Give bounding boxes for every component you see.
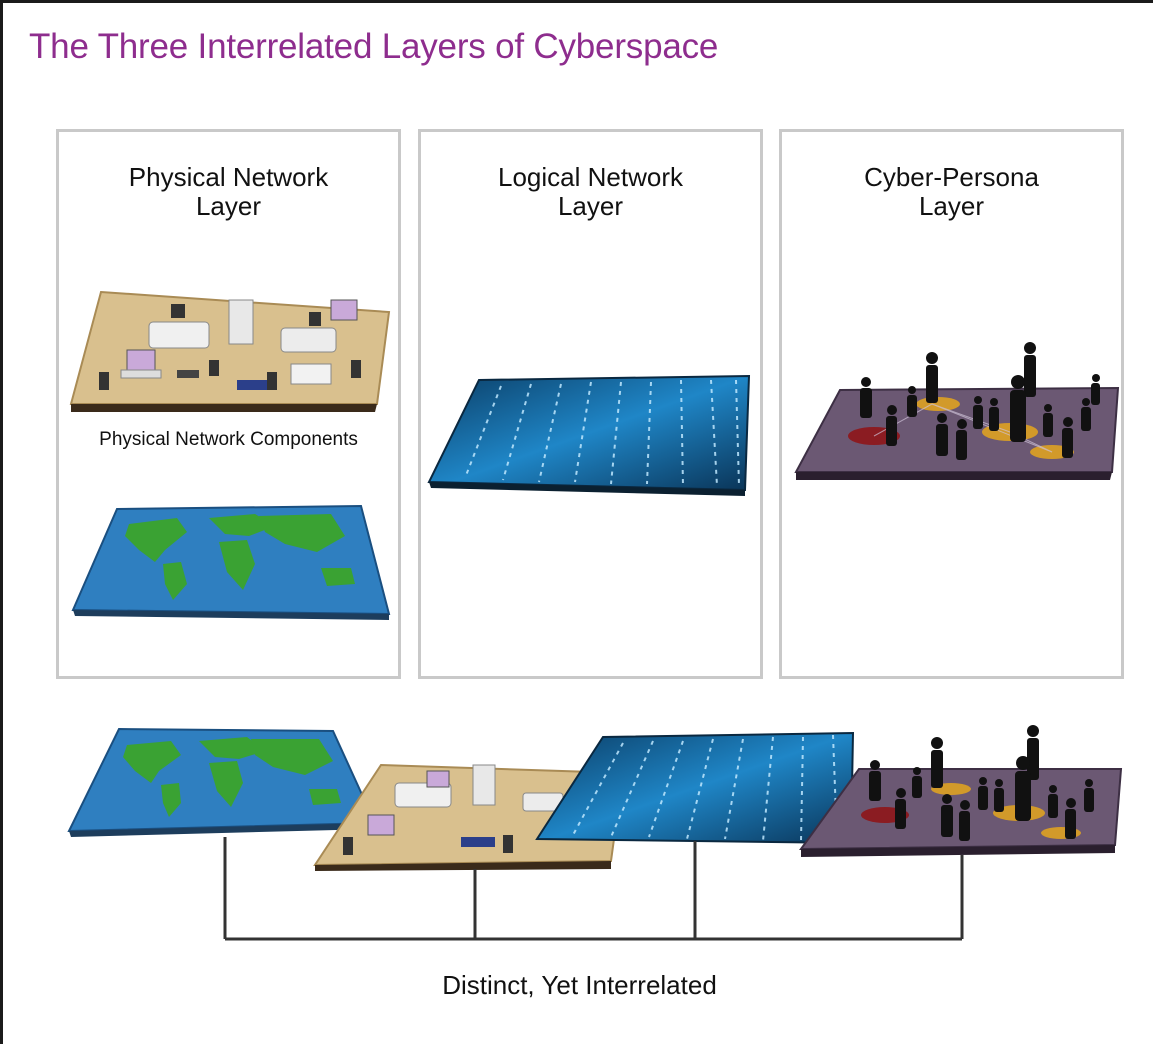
logical-layer-title-line2: Layer [557, 191, 624, 221]
cyber-persona-layer-title-line2: Layer [918, 191, 985, 221]
physical-layer-panel: Physical Network Layer [56, 129, 401, 679]
binary-code-icon [427, 374, 751, 496]
people-silhouettes-icon [794, 342, 1120, 480]
combined-layers-illustration [67, 725, 1123, 941]
interrelation-bracket [223, 837, 964, 941]
physical-components-label: Physical Network Components [99, 429, 358, 450]
logical-layer-title: Logical Network Layer [421, 163, 760, 221]
cyber-persona-layer-title-line1: Cyber-Persona [864, 162, 1039, 192]
people-silhouettes-icon [799, 725, 1123, 857]
cyber-persona-layer-panel: Cyber-Persona Layer [779, 129, 1124, 679]
cyber-persona-layer-title: Cyber-Persona Layer [782, 163, 1121, 221]
interrelated-caption: Distinct, Yet Interrelated [442, 970, 717, 1000]
physical-layer-title-line2: Layer [195, 191, 262, 221]
world-map-icon [71, 504, 391, 620]
physical-layer-title-line1: Physical Network [128, 162, 329, 192]
page-title: The Three Interrelated Layers of Cybersp… [29, 27, 719, 66]
world-map-icon [67, 727, 377, 837]
binary-code-icon [535, 731, 855, 845]
network-devices-icon [69, 290, 391, 412]
logical-layer-panel: Logical Network Layer [418, 129, 763, 679]
logical-layer-title-line1: Logical Network [498, 162, 683, 192]
physical-layer-title: Physical Network Layer [59, 163, 398, 221]
